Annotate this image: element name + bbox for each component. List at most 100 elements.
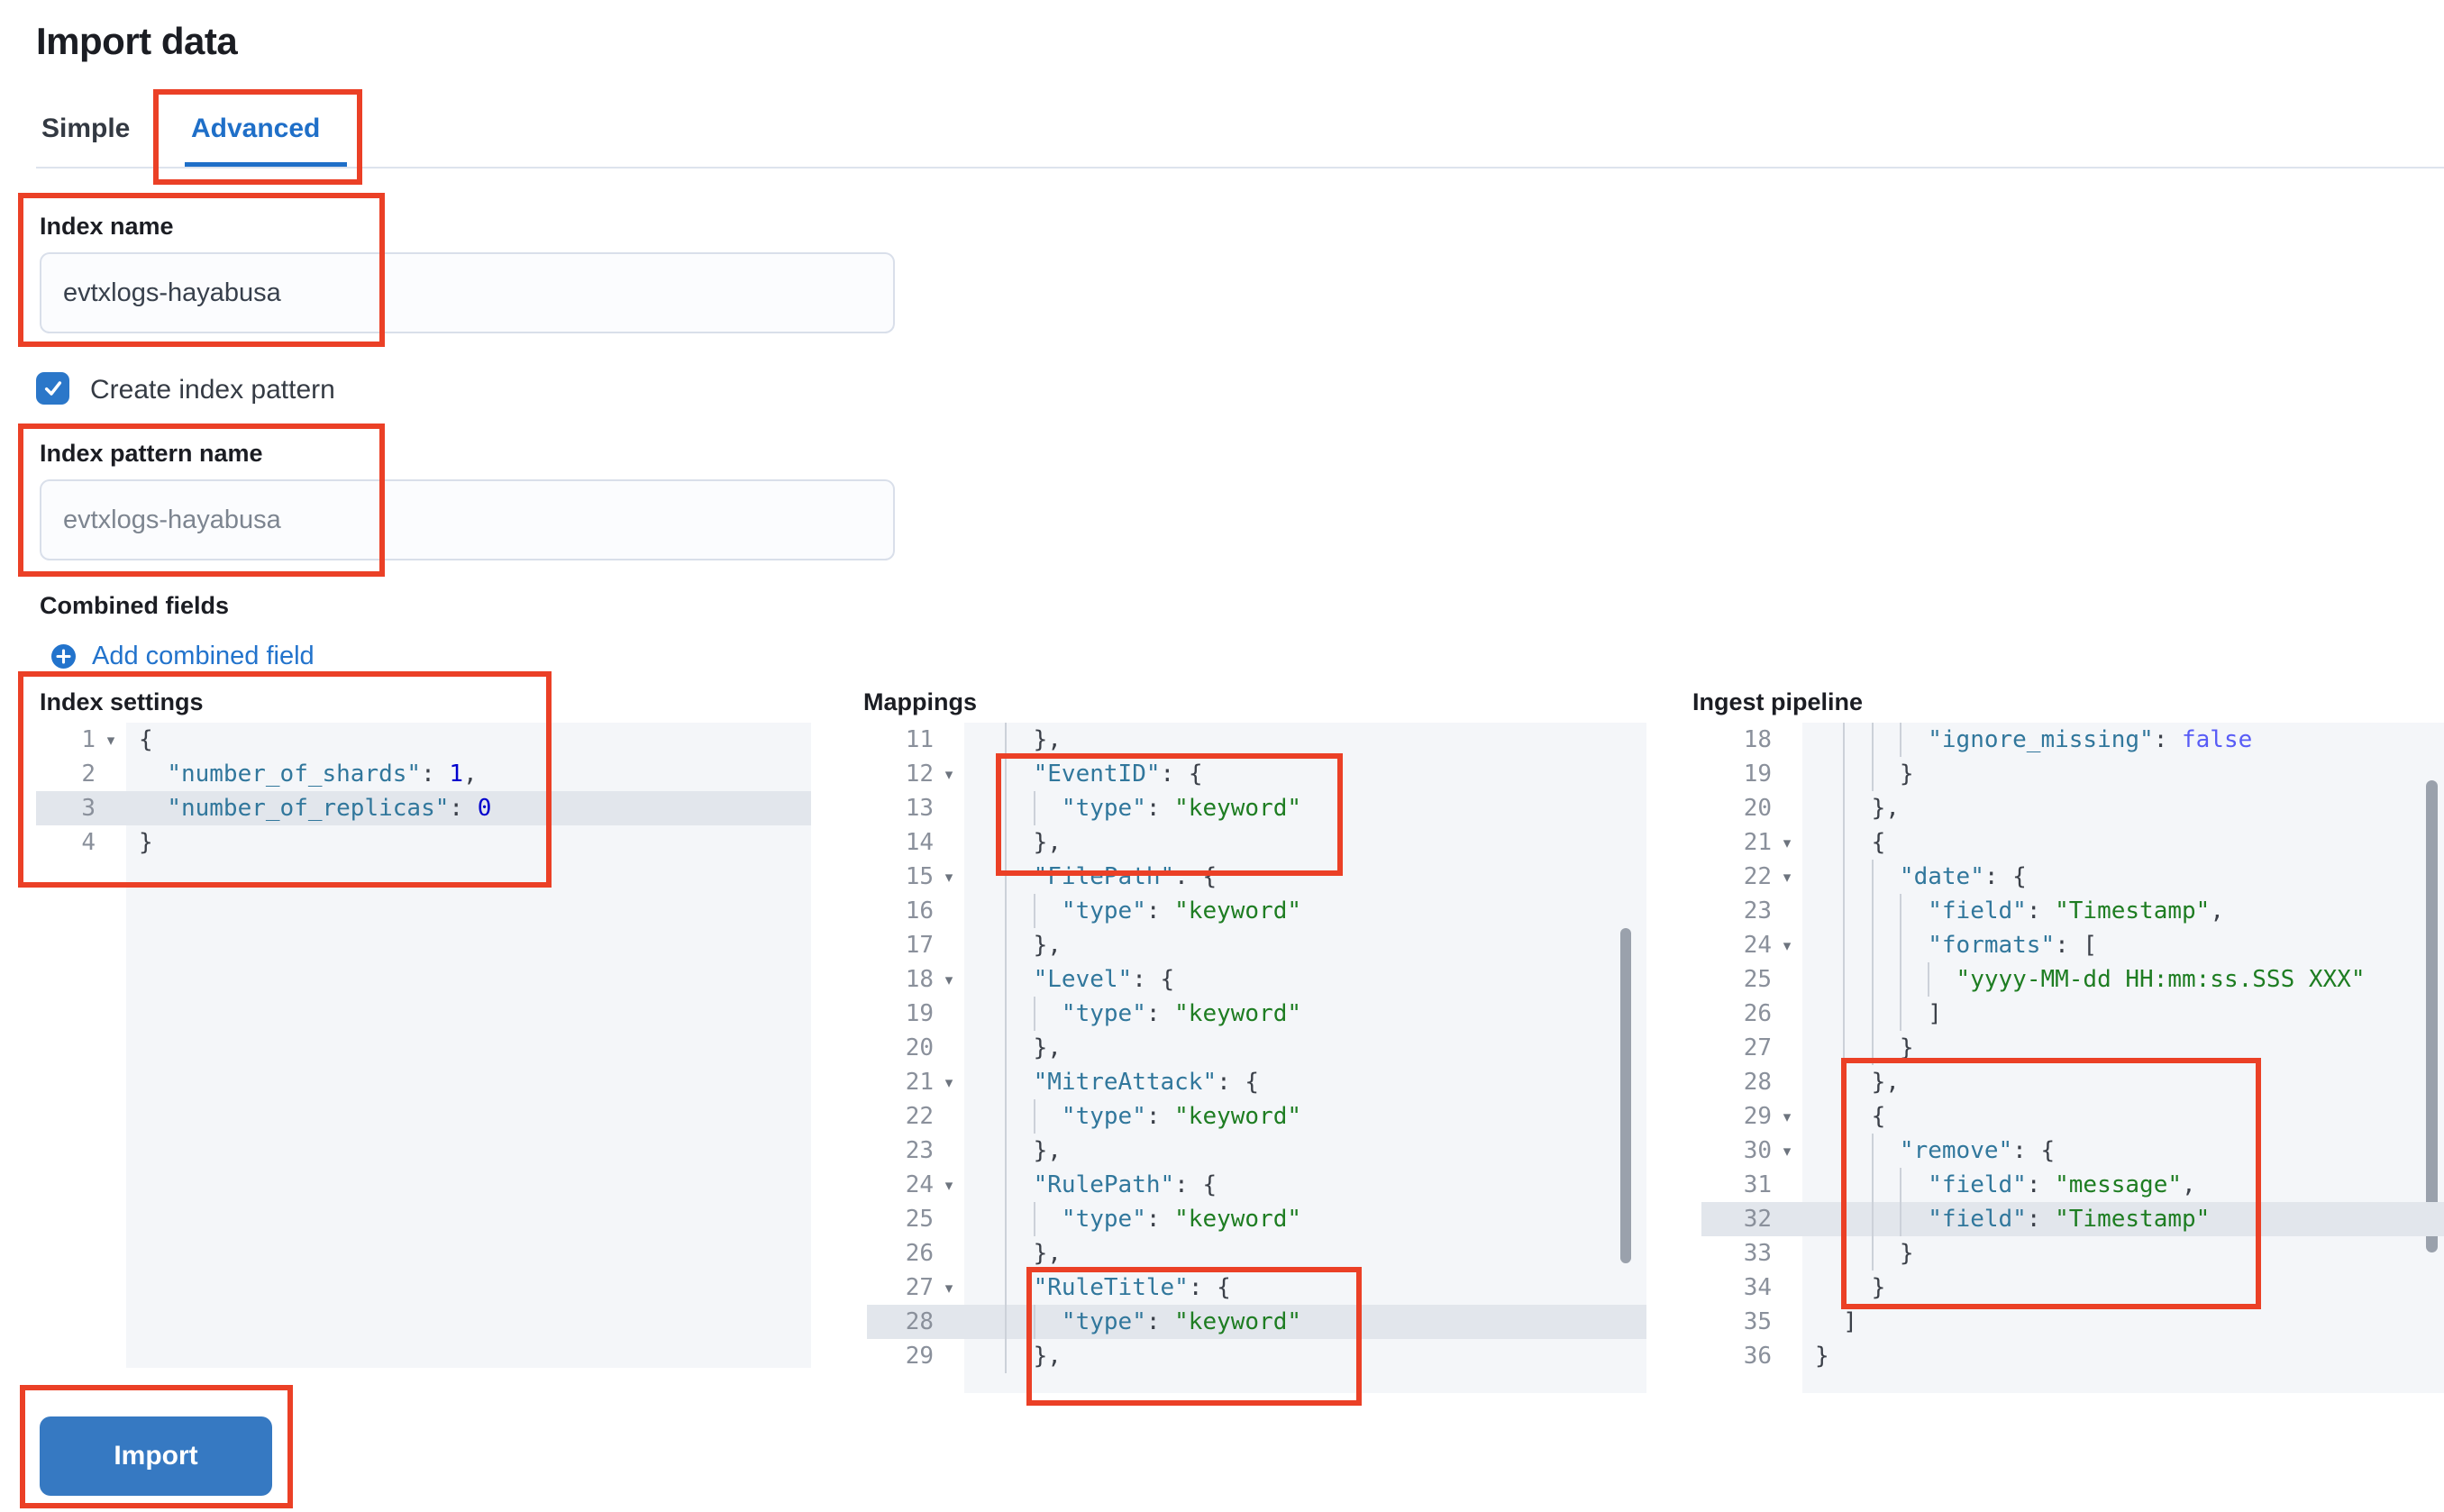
code-text[interactable]: "Level": {	[964, 962, 1646, 997]
code-line-15[interactable]: 15▾ "FilePath": {	[867, 860, 1646, 894]
fold-arrow-icon[interactable]: ▾	[1783, 834, 1792, 852]
code-line-26[interactable]: 26 },	[867, 1236, 1646, 1271]
fold-arrow-icon[interactable]: ▾	[1783, 1108, 1792, 1125]
code-text[interactable]: },	[964, 928, 1646, 962]
code-line-3[interactable]: 3 "number_of_replicas": 0	[36, 791, 811, 825]
code-text[interactable]: }	[1815, 1343, 1829, 1370]
code-line-29[interactable]: 29 },	[867, 1339, 1646, 1373]
code-text[interactable]: }	[139, 829, 153, 856]
mappings-editor-scrollbar[interactable]	[1620, 928, 1631, 1263]
fold-arrow-icon[interactable]: ▾	[1783, 937, 1792, 954]
code-line-23[interactable]: 23 "field": "Timestamp",	[1701, 894, 2444, 928]
fold-arrow-icon[interactable]: ▾	[944, 1074, 953, 1091]
code-text[interactable]: "ignore_missing": false	[1802, 723, 2444, 757]
code-line-19[interactable]: 19 "type": "keyword"	[867, 997, 1646, 1031]
fold-arrow-icon[interactable]: ▾	[944, 869, 953, 886]
code-text[interactable]: },	[964, 723, 1646, 757]
code-text[interactable]: "field": "Timestamp",	[1802, 894, 2444, 928]
code-line-31[interactable]: 31 "field": "message",	[1701, 1168, 2444, 1202]
code-line-16[interactable]: 16 "type": "keyword"	[867, 894, 1646, 928]
code-line-4[interactable]: 4}	[36, 825, 811, 860]
code-text[interactable]: }	[1802, 1031, 2444, 1065]
code-line-21[interactable]: 21▾ {	[1701, 825, 2444, 860]
code-line-36[interactable]: 36}	[1701, 1339, 2444, 1373]
code-text[interactable]: },	[964, 1339, 1646, 1373]
code-line-22[interactable]: 22▾ "date": {	[1701, 860, 2444, 894]
fold-arrow-icon[interactable]: ▾	[1783, 869, 1792, 886]
code-line-33[interactable]: 33 }	[1701, 1236, 2444, 1271]
code-text[interactable]: }	[1802, 1271, 2444, 1305]
code-line-18[interactable]: 18▾ "Level": {	[867, 962, 1646, 997]
import-button[interactable]: Import	[40, 1416, 272, 1496]
code-text[interactable]: "type": "keyword"	[964, 997, 1646, 1031]
code-text[interactable]: "yyyy-MM-dd HH:mm:ss.SSS XXX"	[1802, 962, 2444, 997]
code-line-21[interactable]: 21▾ "MitreAttack": {	[867, 1065, 1646, 1099]
fold-arrow-icon[interactable]: ▾	[944, 766, 953, 783]
code-text[interactable]: }	[1802, 757, 2444, 791]
code-line-32[interactable]: 32 "field": "Timestamp"	[1701, 1202, 2444, 1236]
fold-arrow-icon[interactable]: ▾	[944, 1280, 953, 1297]
tab-advanced[interactable]: Advanced	[191, 114, 321, 143]
index-name-input[interactable]	[40, 252, 895, 333]
code-text[interactable]: "RulePath": {	[964, 1168, 1646, 1202]
code-line-20[interactable]: 20 },	[1701, 791, 2444, 825]
ingest-pipeline-editor-scrollbar[interactable]	[2426, 780, 2438, 1252]
code-line-27[interactable]: 27▾ "RuleTitle": {	[867, 1271, 1646, 1305]
code-text[interactable]: "type": "keyword"	[964, 894, 1646, 928]
code-text[interactable]: ]	[1802, 997, 2444, 1031]
code-line-18[interactable]: 18 "ignore_missing": false	[1701, 723, 2444, 757]
code-text[interactable]: {	[139, 726, 153, 753]
code-line-11[interactable]: 11 },	[867, 723, 1646, 757]
code-text[interactable]: "MitreAttack": {	[964, 1065, 1646, 1099]
code-line-35[interactable]: 35 ]	[1701, 1305, 2444, 1339]
code-line-28[interactable]: 28 "type": "keyword"	[867, 1305, 1646, 1339]
code-text[interactable]: },	[964, 1236, 1646, 1271]
code-text[interactable]: "number_of_replicas": 0	[167, 795, 492, 822]
code-text[interactable]: "field": "message",	[1802, 1168, 2444, 1202]
code-text[interactable]: "type": "keyword"	[964, 1305, 1646, 1339]
code-text[interactable]: "type": "keyword"	[964, 1202, 1646, 1236]
code-text[interactable]: },	[1802, 1065, 2444, 1099]
code-line-13[interactable]: 13 "type": "keyword"	[867, 791, 1646, 825]
code-text[interactable]: {	[1802, 1099, 2444, 1134]
code-line-1[interactable]: 1▾{	[36, 723, 811, 757]
code-text[interactable]: },	[964, 1031, 1646, 1065]
index-pattern-name-input[interactable]	[40, 479, 895, 560]
code-line-22[interactable]: 22 "type": "keyword"	[867, 1099, 1646, 1134]
code-text[interactable]: },	[964, 825, 1646, 860]
code-line-17[interactable]: 17 },	[867, 928, 1646, 962]
code-line-29[interactable]: 29▾ {	[1701, 1099, 2444, 1134]
code-line-2[interactable]: 2 "number_of_shards": 1,	[36, 757, 811, 791]
index-settings-editor[interactable]: 1▾{2 "number_of_shards": 1,3 "number_of_…	[36, 723, 811, 1368]
code-line-19[interactable]: 19 }	[1701, 757, 2444, 791]
code-line-26[interactable]: 26 ]	[1701, 997, 2444, 1031]
add-combined-field-link[interactable]: Add combined field	[51, 642, 315, 671]
code-line-24[interactable]: 24▾ "formats": [	[1701, 928, 2444, 962]
code-text[interactable]: },	[1802, 791, 2444, 825]
fold-arrow-icon[interactable]: ▾	[944, 971, 953, 988]
create-index-pattern-checkbox[interactable]	[36, 372, 69, 405]
code-line-20[interactable]: 20 },	[867, 1031, 1646, 1065]
code-text[interactable]: "RuleTitle": {	[964, 1271, 1646, 1305]
code-text[interactable]: "formats": [	[1802, 928, 2444, 962]
code-text[interactable]: "number_of_shards": 1,	[167, 761, 478, 788]
code-line-27[interactable]: 27 }	[1701, 1031, 2444, 1065]
code-text[interactable]: "FilePath": {	[964, 860, 1646, 894]
code-text[interactable]: }	[1802, 1236, 2444, 1271]
tab-simple[interactable]: Simple	[41, 114, 131, 143]
code-text[interactable]: },	[964, 1134, 1646, 1168]
code-text[interactable]: "type": "keyword"	[964, 1099, 1646, 1134]
code-line-23[interactable]: 23 },	[867, 1134, 1646, 1168]
code-line-30[interactable]: 30▾ "remove": {	[1701, 1134, 2444, 1168]
code-text[interactable]: "EventID": {	[964, 757, 1646, 791]
code-line-28[interactable]: 28 },	[1701, 1065, 2444, 1099]
code-line-12[interactable]: 12▾ "EventID": {	[867, 757, 1646, 791]
code-line-24[interactable]: 24▾ "RulePath": {	[867, 1168, 1646, 1202]
mappings-editor[interactable]: 11 },12▾ "EventID": {13 "type": "keyword…	[867, 723, 1646, 1393]
fold-arrow-icon[interactable]: ▾	[1783, 1143, 1792, 1160]
code-line-25[interactable]: 25 "type": "keyword"	[867, 1202, 1646, 1236]
code-text[interactable]: "date": {	[1802, 860, 2444, 894]
code-text[interactable]: {	[1802, 825, 2444, 860]
fold-arrow-icon[interactable]: ▾	[106, 732, 115, 749]
